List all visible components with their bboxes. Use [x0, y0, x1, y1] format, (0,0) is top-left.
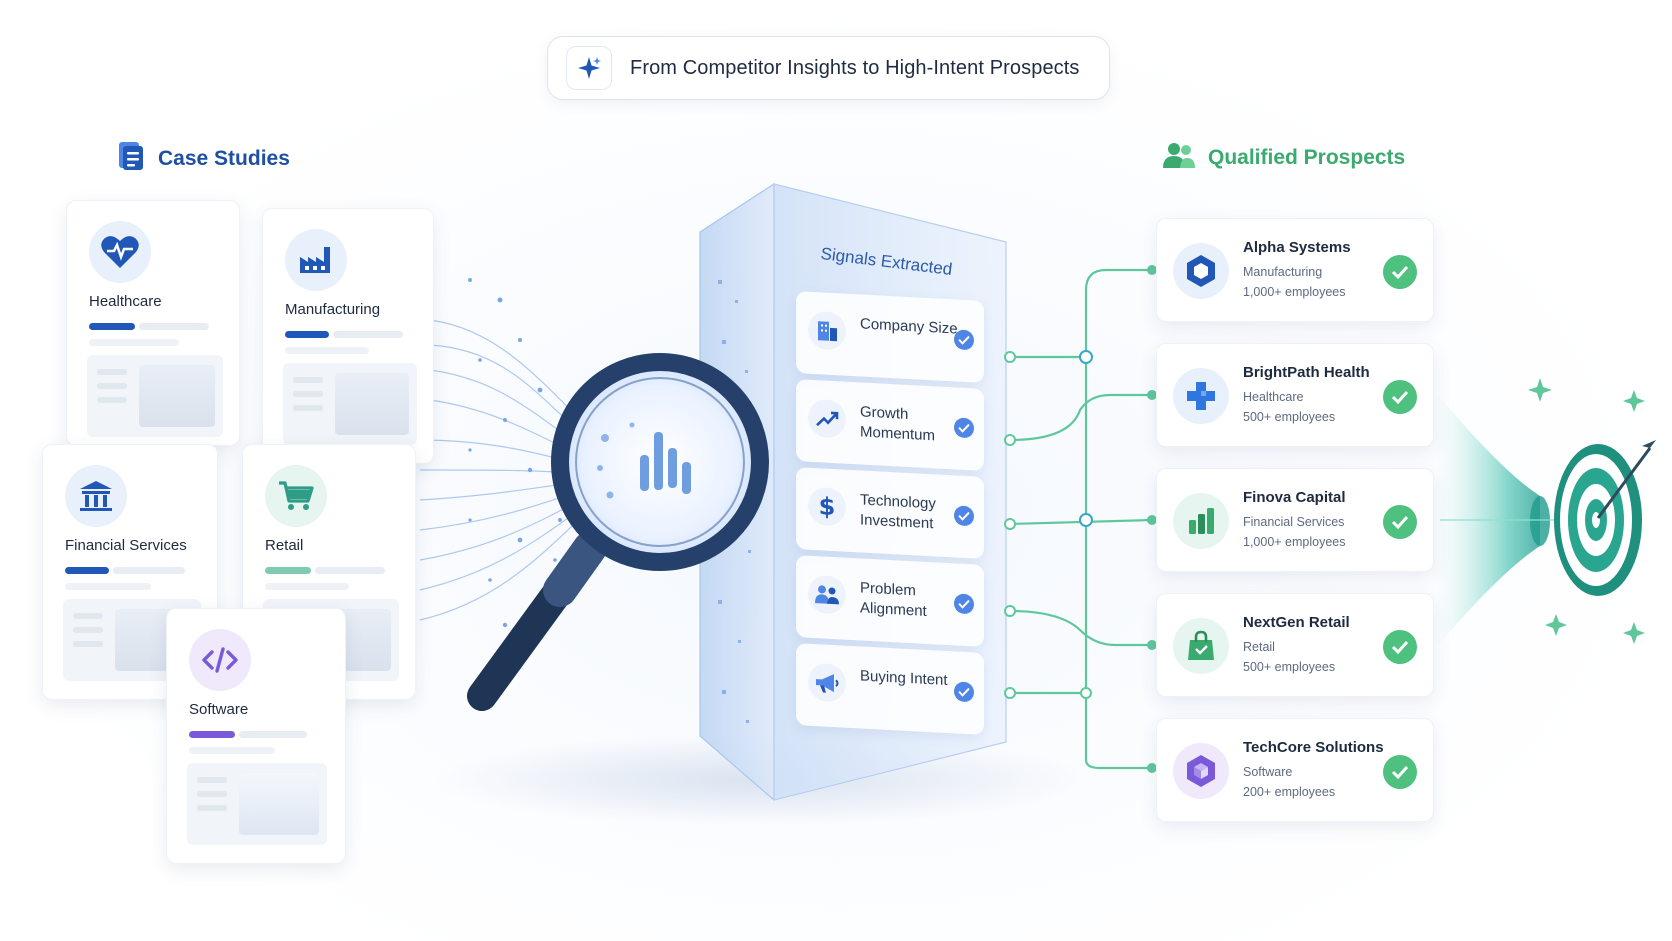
megaphone-icon	[808, 663, 846, 703]
bank-icon	[65, 465, 127, 527]
users-icon	[1162, 141, 1196, 175]
document-icon	[116, 140, 146, 178]
hexagon-icon	[1173, 243, 1229, 299]
prospect-name: NextGen Retail	[1243, 614, 1350, 631]
sparkle-icon	[566, 46, 612, 90]
prospect-card-techcore-solutions[interactable]: TechCore Solutions Software 200+ employe…	[1156, 718, 1434, 822]
case-card-manufacturing[interactable]: Manufacturing	[262, 208, 434, 464]
code-icon	[189, 629, 251, 691]
case-card-label: Software	[189, 701, 248, 718]
check-icon	[1383, 505, 1417, 539]
case-card-software[interactable]: Software	[166, 608, 346, 864]
qualified-prospects-heading: Qualified Prospects	[1162, 141, 1405, 175]
placeholder-line	[65, 583, 151, 590]
prospect-industry: Retail	[1243, 640, 1275, 654]
signal-buying-intent: Buying Intent	[796, 643, 984, 735]
prospect-employees: 200+ employees	[1243, 785, 1335, 799]
check-icon	[954, 329, 974, 350]
signal-problem-alignment: Problem Alignment	[796, 555, 984, 647]
prospect-industry: Manufacturing	[1243, 265, 1322, 279]
case-thumbnail	[87, 355, 223, 437]
check-icon	[1383, 630, 1417, 664]
case-card-label: Healthcare	[89, 293, 162, 310]
progress-bar	[89, 323, 135, 330]
prospect-card-brightpath-health[interactable]: BrightPath Health Healthcare 500+ employ…	[1156, 343, 1434, 447]
building-icon	[808, 311, 846, 351]
prospect-industry: Financial Services	[1243, 515, 1344, 529]
factory-icon	[285, 229, 347, 291]
cube-icon	[1173, 743, 1229, 799]
shopping-cart-icon	[265, 465, 327, 527]
prospect-card-finova-capital[interactable]: Finova Capital Financial Services 1,000+…	[1156, 468, 1434, 572]
prospect-employees: 1,000+ employees	[1243, 285, 1346, 299]
check-icon	[954, 593, 974, 614]
placeholder-line	[89, 339, 179, 346]
qualified-prospects-title: Qualified Prospects	[1208, 146, 1405, 170]
bar-chart-icon	[1173, 493, 1229, 549]
medical-cross-icon	[1173, 368, 1229, 424]
progress-track	[315, 567, 385, 574]
dollar-icon: $	[808, 487, 846, 527]
check-icon	[1383, 255, 1417, 289]
progress-track	[239, 731, 307, 738]
prospect-name: BrightPath Health	[1243, 364, 1370, 381]
case-card-label: Financial Services	[65, 537, 187, 554]
prospect-employees: 1,000+ employees	[1243, 535, 1346, 549]
prospect-name: Finova Capital	[1243, 489, 1346, 506]
case-card-label: Manufacturing	[285, 301, 380, 318]
prospect-industry: Software	[1243, 765, 1292, 779]
trend-up-icon	[808, 399, 846, 439]
progress-track	[113, 567, 185, 574]
case-card-label: Retail	[265, 537, 303, 554]
signal-company-size: Company Size	[796, 291, 984, 383]
prospect-industry: Healthcare	[1243, 390, 1303, 404]
check-icon	[954, 417, 974, 438]
progress-bar	[65, 567, 109, 574]
heart-pulse-icon	[89, 221, 151, 283]
check-icon	[1383, 380, 1417, 414]
check-icon	[1383, 755, 1417, 789]
people-icon	[808, 575, 846, 615]
case-thumbnail	[187, 763, 327, 845]
case-card-healthcare[interactable]: Healthcare	[66, 200, 240, 446]
signal-growth-momentum: Growth Momentum	[796, 379, 984, 471]
placeholder-line	[285, 347, 369, 354]
case-studies-title: Case Studies	[158, 147, 290, 171]
placeholder-line	[189, 747, 275, 754]
case-thumbnail	[283, 363, 417, 445]
shopping-bag-icon	[1173, 618, 1229, 674]
prospect-name: Alpha Systems	[1243, 239, 1351, 256]
prospect-card-alpha-systems[interactable]: Alpha Systems Manufacturing 1,000+ emplo…	[1156, 218, 1434, 322]
check-icon	[954, 505, 974, 526]
prospect-card-nextgen-retail[interactable]: NextGen Retail Retail 500+ employees	[1156, 593, 1434, 697]
progress-bar	[189, 731, 235, 738]
progress-bar	[265, 567, 311, 574]
signal-technology-investment: $ Technology Investment	[796, 467, 984, 559]
placeholder-line	[265, 583, 349, 590]
header-pill: From Competitor Insights to High-Intent …	[547, 36, 1110, 100]
progress-track	[333, 331, 403, 338]
page-title: From Competitor Insights to High-Intent …	[630, 57, 1080, 80]
prospect-employees: 500+ employees	[1243, 410, 1335, 424]
prospect-name: TechCore Solutions	[1243, 739, 1384, 756]
case-studies-heading: Case Studies	[116, 140, 290, 178]
prospect-employees: 500+ employees	[1243, 660, 1335, 674]
progress-track	[139, 323, 209, 330]
progress-bar	[285, 331, 329, 338]
check-icon	[954, 681, 974, 702]
